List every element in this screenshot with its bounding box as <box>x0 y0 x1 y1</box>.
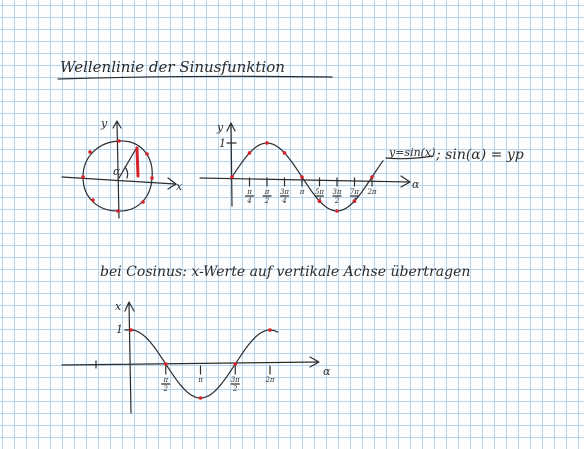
sine-tick-denominator: 2 <box>334 197 340 205</box>
sine-tick-label: 7π <box>350 188 359 196</box>
cos-vertical-axis-label: x <box>115 300 122 313</box>
sine-red-marker <box>247 151 252 155</box>
angle-arc <box>124 166 129 179</box>
sine-tick-label: π <box>299 188 305 196</box>
sine-y-arrowhead <box>226 122 236 132</box>
sine-tick-label: π <box>264 188 270 196</box>
sine-tick-denominator: 2 <box>264 197 270 205</box>
sine-function-label: y=sin(x) <box>388 146 435 159</box>
cosine-curve <box>130 329 279 399</box>
circle-marker <box>141 200 145 204</box>
cos-alpha-axis <box>61 361 319 366</box>
cos-red-marker <box>163 362 168 366</box>
sine-axis-ticks: π4π23π4π5π43π27π42π <box>230 141 377 213</box>
sine-red-marker <box>230 175 234 179</box>
cos-x-axis-vertical <box>128 302 132 414</box>
sine-y-axis <box>230 123 233 207</box>
sine-y-tick-label: 1 <box>219 137 226 150</box>
sine-tick-denominator: 4 <box>246 197 251 205</box>
sine-segment-red <box>135 146 140 178</box>
circle-marker <box>81 175 85 179</box>
circle-angle-label: α <box>113 165 121 178</box>
sine-red-marker <box>300 175 304 179</box>
circle-marker <box>88 150 92 154</box>
sine-label-underline <box>385 155 434 160</box>
sine-graph: y α 1 π4π23π4π5π43π27π42π <box>199 121 420 213</box>
cos-red-marker <box>198 396 203 400</box>
cos-tick-label: 2π <box>264 376 274 384</box>
sine-red-marker <box>317 199 322 203</box>
cos-tick-label: 3π <box>231 376 240 384</box>
circle-x-arrowhead <box>167 177 177 190</box>
sine-tick-label: 5π <box>315 188 324 196</box>
note-title: Wellenlinie der Sinusfunktion <box>60 58 285 76</box>
circle-y-arrowhead <box>112 120 122 129</box>
sine-tick-label: 3π <box>280 188 289 196</box>
sine-red-marker <box>265 141 269 145</box>
sine-alpha-axis-label: α <box>412 178 420 191</box>
cosine-caption: bei Cosinus: x-Werte auf vertikale Achse… <box>100 264 470 280</box>
cos-red-marker <box>268 328 272 332</box>
sine-curve <box>231 142 384 212</box>
circle-marker <box>150 176 154 180</box>
sine-tick-label: 2π <box>366 188 376 196</box>
unit-circle-sketch: α x y <box>61 117 183 219</box>
sine-red-marker <box>352 199 357 203</box>
sine-tick-label: 3π <box>332 188 341 196</box>
cos-x-arrowhead <box>124 301 135 312</box>
sine-note: ; sin(α) = yp <box>435 147 524 163</box>
cos-red-marker <box>233 362 238 366</box>
circle-axis-x-label: x <box>176 180 183 193</box>
sine-alpha-arrowhead <box>400 175 411 188</box>
circle-axis-y-label: y <box>100 117 108 130</box>
circle-marker <box>116 209 120 213</box>
circle-marker <box>145 152 149 156</box>
cos-alpha-axis-label: α <box>323 365 331 378</box>
circle-marker <box>91 198 95 202</box>
sine-alpha-axis <box>199 177 411 183</box>
circle-y-axis <box>116 121 120 219</box>
sine-red-marker <box>370 175 374 179</box>
cos-tick-denominator: 2 <box>163 385 169 393</box>
radius-line <box>118 146 138 179</box>
title-underline <box>57 75 333 80</box>
cos-tick-label: π <box>197 376 203 384</box>
cos-red-marker <box>129 328 133 332</box>
sine-red-marker <box>282 151 287 155</box>
cos-tick-label: π <box>162 376 168 384</box>
sine-y-axis-label: y <box>216 121 224 134</box>
cos-y-tick-label: 1 <box>116 323 123 336</box>
circle-marker <box>117 139 121 143</box>
sine-tick-denominator: 4 <box>281 197 286 205</box>
sine-tick-label: π <box>246 188 252 196</box>
cos-tick-denominator: 2 <box>232 385 238 393</box>
cos-alpha-arrowhead <box>309 356 320 368</box>
sine-red-marker <box>335 209 339 213</box>
